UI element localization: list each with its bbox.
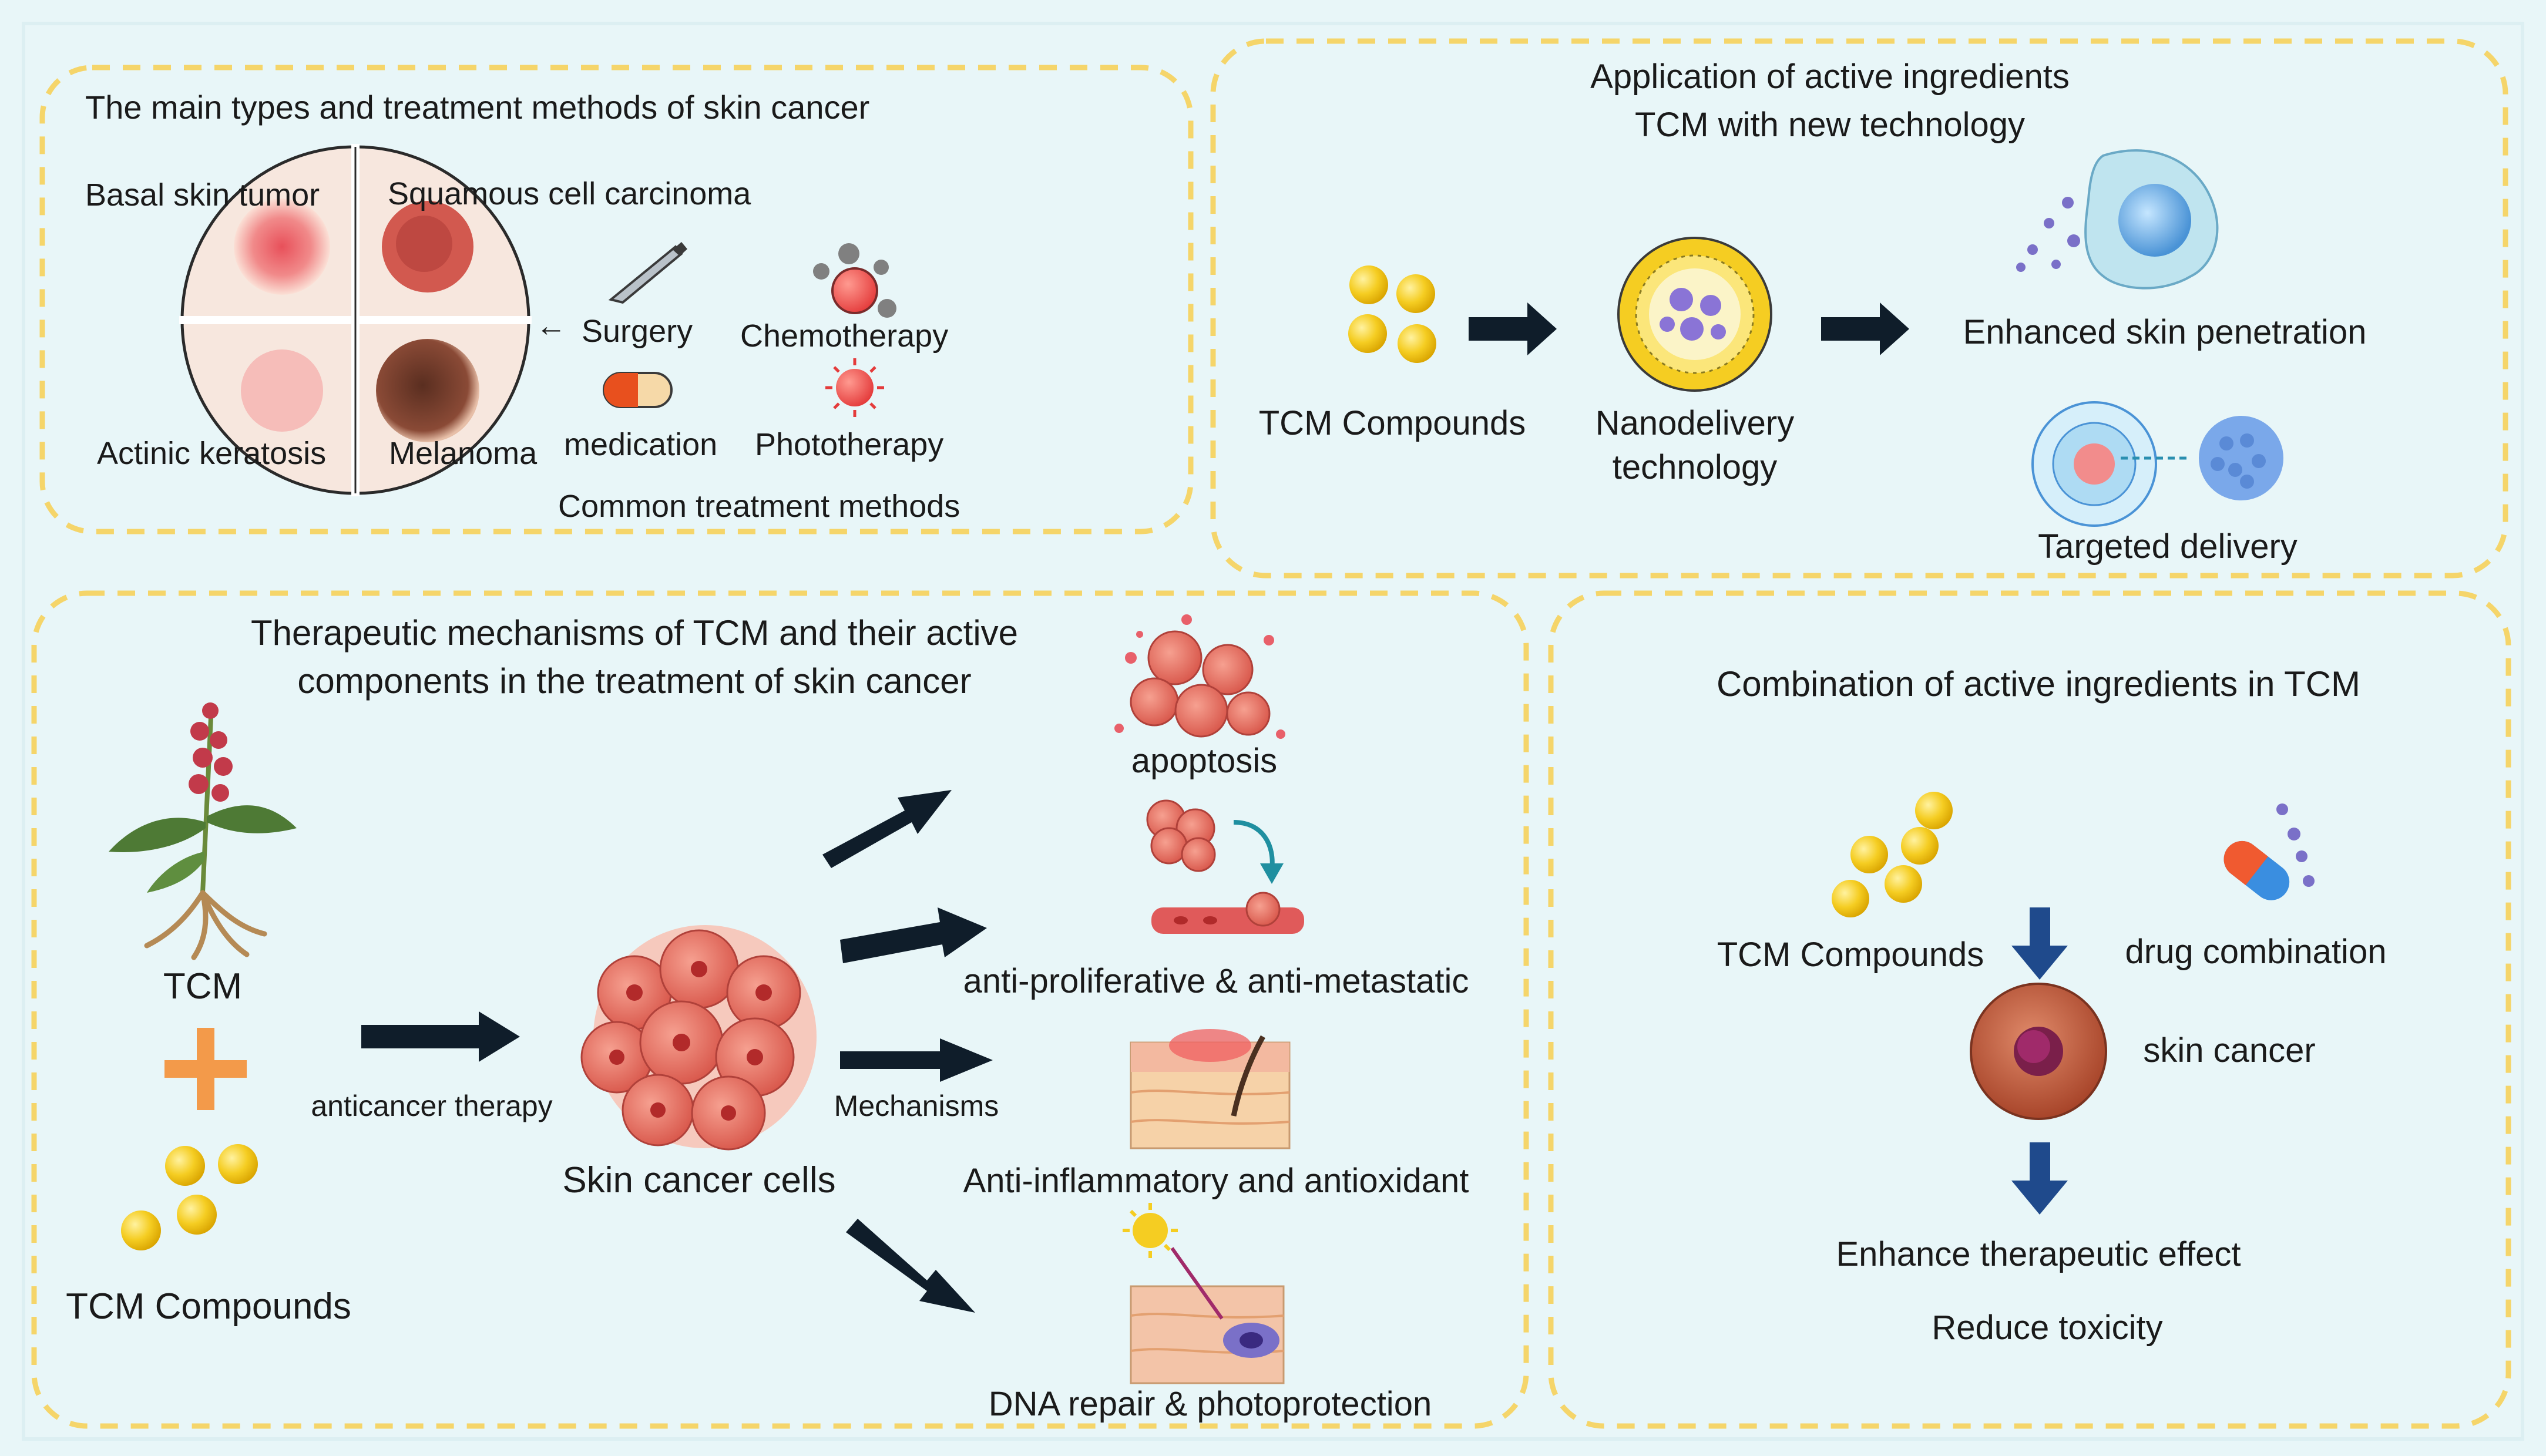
outer-frame xyxy=(22,22,2524,1441)
panel-title: TCM with new technology xyxy=(1635,106,2025,144)
panel-title: Application of active ingredients xyxy=(1590,58,2070,96)
compounds-label: TCM Compounds xyxy=(1259,404,1526,442)
panel-title: Therapeutic mechanisms of TCM and their … xyxy=(251,613,1018,653)
type-label: Actinic keratosis xyxy=(97,436,326,471)
down-arrow xyxy=(2011,1142,2068,1215)
right-arrow xyxy=(1821,302,1909,355)
compounds-label: TCM Compounds xyxy=(66,1286,351,1327)
outcome-label: DNA repair & photoprotection xyxy=(989,1385,1432,1423)
up-right-arrow xyxy=(822,790,952,868)
outcome-label: anti-proliferative & anti-metastatic xyxy=(963,962,1469,1000)
drug-capsule-icon xyxy=(2223,803,2315,900)
cancer-cell-cluster-icon xyxy=(580,925,817,1151)
compound-cluster xyxy=(1348,265,1436,363)
right-arrow xyxy=(1469,302,1557,355)
targeted-delivery-icon xyxy=(2031,401,2283,527)
nanoparticle-icon xyxy=(1617,237,1772,392)
basal-tumor-lesion xyxy=(234,199,330,295)
right-arrow xyxy=(840,907,987,963)
panel-border xyxy=(1210,38,2508,579)
targeted-label: Targeted delivery xyxy=(2038,527,2298,566)
herb-plant-icon xyxy=(109,702,297,960)
panel-mechanisms: Therapeutic mechanisms of TCM and their … xyxy=(31,590,1529,1429)
skin-cancer-cell-icon xyxy=(1970,983,2107,1120)
panel-skin-cancer-types: The main types and treatment methods of … xyxy=(39,65,1194,534)
nano-label: technology xyxy=(1613,448,1778,486)
panel-combination: Combination of active ingredients in TCM… xyxy=(1548,590,2511,1429)
chemo-droplets-icon xyxy=(813,243,896,318)
nano-label: Nanodelivery xyxy=(1596,404,1795,442)
effect-label: Enhance therapeutic effect xyxy=(1836,1235,2241,1273)
treatment-label: Chemotherapy xyxy=(740,318,948,354)
drug-label: drug combination xyxy=(2125,933,2387,971)
compound-cluster xyxy=(1832,792,1953,917)
type-label: Squamous cell carcinoma xyxy=(388,176,751,211)
light-burst-icon xyxy=(825,358,884,417)
panel-border xyxy=(1548,590,2511,1429)
down-arrow xyxy=(2011,907,2068,980)
treatment-caption: Common treatment methods xyxy=(558,489,960,524)
lesion-wheel xyxy=(179,144,532,496)
keratosis-lesion xyxy=(241,349,323,432)
compounds-label: TCM Compounds xyxy=(1717,936,1984,974)
metastasis-cells-icon xyxy=(1146,799,1304,934)
mechanisms-label: Mechanisms xyxy=(834,1090,999,1122)
tcm-label: TCM xyxy=(163,966,242,1007)
panel-title: components in the treatment of skin canc… xyxy=(297,661,971,701)
panel-title: The main types and treatment methods of … xyxy=(85,89,869,126)
down-right-arrow xyxy=(846,1219,975,1313)
treatment-label: Phototherapy xyxy=(755,427,943,462)
pill-capsule-icon xyxy=(603,372,673,408)
panel-border xyxy=(39,65,1194,534)
apoptosis-cells-icon xyxy=(1114,614,1285,739)
right-arrow xyxy=(840,1038,993,1082)
panel-new-technology: Application of active ingredients TCM wi… xyxy=(1210,38,2508,579)
toxicity-label: Reduce toxicity xyxy=(1932,1309,2162,1347)
penetration-cell-icon xyxy=(2016,149,2219,290)
right-arrow xyxy=(361,1011,520,1062)
penetration-label: Enhanced skin penetration xyxy=(1963,313,2367,351)
therapy-label: anticancer therapy xyxy=(311,1090,552,1122)
pointer-arrow-icon: ← xyxy=(536,309,566,343)
panel-title: Combination of active ingredients in TCM xyxy=(1717,664,2360,704)
cells-label: Skin cancer cells xyxy=(562,1160,835,1201)
outcome-label: apoptosis xyxy=(1131,742,1277,780)
scalpel-icon xyxy=(608,242,687,304)
uv-dna-skin-icon xyxy=(1123,1203,1285,1384)
treatment-label: medication xyxy=(564,427,717,462)
inflamed-skin-icon xyxy=(1130,1029,1291,1149)
outcome-label: Anti-inflammatory and antioxidant xyxy=(963,1162,1469,1200)
type-label: Melanoma xyxy=(389,436,538,471)
treatment-label: Surgery xyxy=(582,314,693,349)
compound-cluster xyxy=(121,1144,258,1250)
cancer-label: skin cancer xyxy=(2143,1031,2315,1070)
panel-border xyxy=(31,590,1529,1429)
type-label: Basal skin tumor xyxy=(85,177,320,213)
melanoma-lesion xyxy=(376,339,479,442)
squamous-lesion-core xyxy=(396,216,452,272)
plus-icon xyxy=(164,1028,247,1110)
